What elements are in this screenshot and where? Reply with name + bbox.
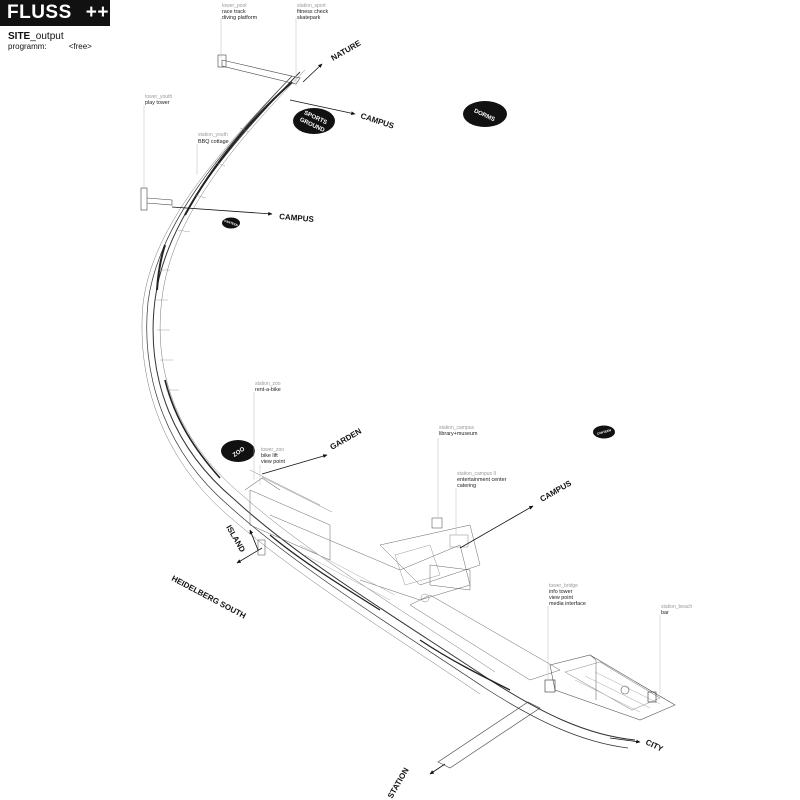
station-label-4: station_youth BBQ cottage (196, 132, 229, 175)
top-jetty (217, 54, 301, 85)
arrow-nature: NATURE (302, 38, 363, 83)
s10-code: station_beach (661, 604, 692, 610)
program-label: programm: (8, 42, 47, 51)
dest-campus-mid: CAMPUS (279, 212, 315, 224)
campus-platform (244, 469, 561, 681)
dest-garden: GARDEN (329, 426, 364, 451)
s6-line1: bike lift (261, 453, 278, 459)
station-label-2: station_sport fitness check skatepark (295, 3, 328, 86)
s4-line1: BBQ cottage (198, 139, 229, 145)
s2-line2: skatepark (297, 15, 321, 21)
river-promenade (141, 69, 636, 749)
station-label-10: station_beach bar (659, 604, 692, 694)
city-platform (544, 654, 676, 721)
station-label-3: tower_youth play tower (143, 94, 172, 190)
zoo-oval: ZOO (221, 440, 255, 462)
s5-line1: rent-a-bike (255, 387, 281, 393)
dest-nature: NATURE (330, 38, 363, 62)
dest-city: CITY (644, 738, 665, 754)
s1-code: tower_pool (222, 3, 246, 9)
logo-plus: ++ (85, 2, 109, 23)
arrow-campus-mid: CAMPUS (171, 206, 315, 224)
s8-line1: entertainment center (457, 477, 507, 483)
sports-ground-oval: SPORTS GROUND (293, 108, 335, 134)
canteen-small-label: CANTEEN (223, 219, 238, 228)
s5-code: station_zoo (255, 381, 281, 387)
canteen-east-oval: CANTEEN (593, 425, 615, 439)
site-title-rest: _output (30, 31, 64, 42)
station-label-8: station_campus II entertainment center c… (455, 471, 507, 535)
s8-code: station_campus II (457, 471, 496, 477)
station-label-9: tower_bridge info tower view point media… (547, 583, 586, 680)
s2-code: station_sport (297, 3, 326, 9)
s10-line1: bar (661, 610, 669, 616)
arrow-heidelberg-south: HEIDELBERG SOUTH (170, 547, 263, 621)
s9-line1: info tower (549, 589, 573, 595)
fluss-logo: FLUSS ++ (0, 0, 110, 26)
site-title-bold: SITE (8, 31, 31, 42)
station-label-7: station_campus library+museum (437, 425, 478, 518)
arrow-campus-east: CAMPUS (459, 478, 574, 549)
station-label-1: tower_pool race track diving platform (220, 3, 258, 58)
s3-code: tower_youth (145, 94, 172, 100)
dorms-oval: DORMS (463, 101, 507, 127)
s6-code: tower_zoo (261, 447, 284, 453)
s8-line2: catering (457, 483, 476, 489)
arrow-city: CITY (609, 737, 665, 754)
program-line: programm: <free> (8, 42, 92, 51)
s4-code: station_youth (198, 132, 228, 138)
logo-text: FLUSS (7, 2, 72, 23)
s2-line1: fitness check (297, 9, 328, 15)
dest-campus-top: CAMPUS (359, 111, 395, 130)
program-value: <free> (68, 42, 92, 51)
s7-code: station_campus (439, 425, 475, 431)
s3-line1: play tower (145, 100, 170, 106)
station-bridge (437, 701, 541, 769)
s6-line2: view point (261, 459, 285, 465)
s7-line1: library+museum (439, 431, 478, 437)
west-jetty (140, 187, 173, 211)
s1-line1: race track (222, 9, 246, 15)
s1-line2: diving platform (222, 15, 258, 21)
dest-campus-east: CAMPUS (539, 478, 574, 503)
station-label-6: tower_zoo bike lift view point (259, 447, 285, 485)
canteen-small-oval: CANTEEN (222, 217, 240, 229)
dest-station: STATION (386, 766, 411, 800)
arrow-island: ISLAND (224, 524, 259, 554)
site-title: SITE_output (8, 31, 64, 42)
arrow-station: STATION (386, 763, 446, 800)
canteen-east-label: CANTEEN (596, 428, 611, 436)
s9-code: tower_bridge (549, 583, 578, 589)
dest-island: ISLAND (224, 524, 247, 554)
station-label-5: station_zoo rent-a-bike (253, 381, 281, 480)
dest-heidelberg-south: HEIDELBERG SOUTH (170, 574, 247, 621)
s9-line2: view point (549, 595, 573, 601)
s9-line3: media interface (549, 601, 586, 607)
